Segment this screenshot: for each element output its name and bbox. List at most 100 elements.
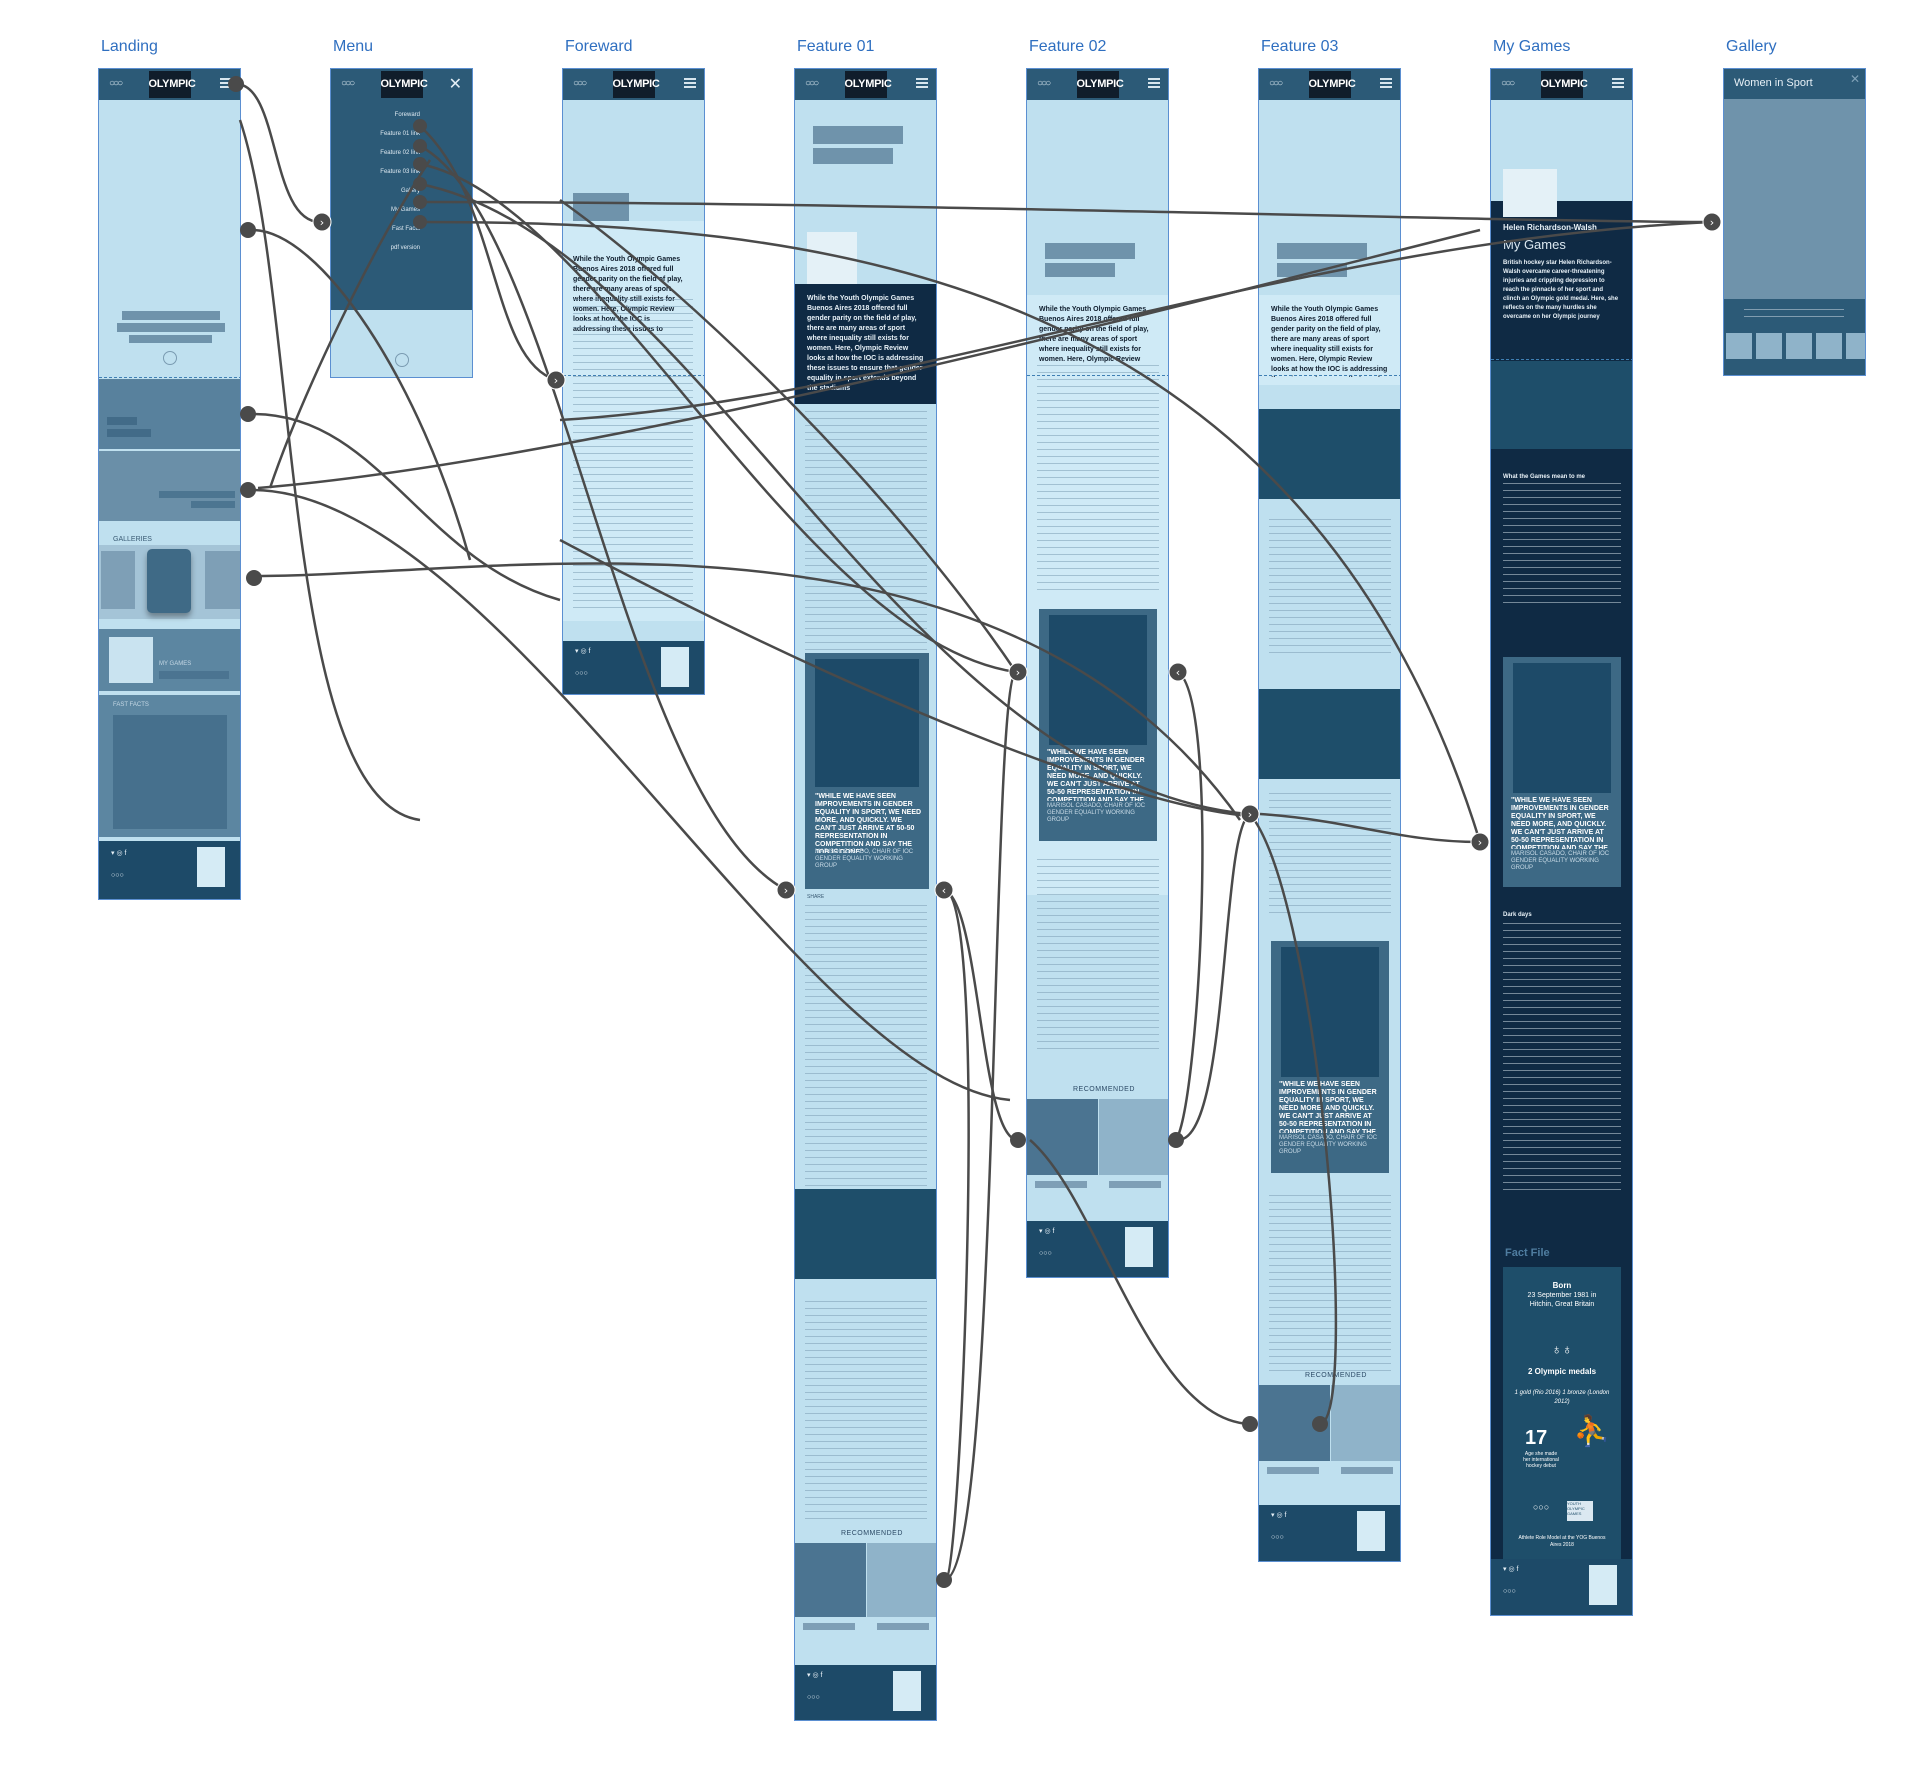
scroll-down-icon[interactable] [395, 353, 409, 367]
footer-rings-icon: ○○○ [807, 1694, 820, 1701]
link-target-arrow-icon[interactable] [1470, 832, 1490, 852]
gallery-image [1724, 99, 1865, 299]
social-icons[interactable]: ▾ ◎ f [807, 1672, 823, 1679]
hamburger-icon[interactable] [916, 78, 928, 88]
fold-line [1259, 375, 1400, 376]
recommended-card-2[interactable] [1331, 1385, 1400, 1461]
close-icon[interactable]: ✕ [1850, 72, 1861, 86]
menu-item-my-games[interactable]: My Games [390, 207, 420, 213]
recommended-caption [1109, 1181, 1161, 1188]
recommended-heading: RECOMMENDED [1073, 1086, 1135, 1093]
olympic-rings-icon: ○○○ [573, 78, 587, 89]
recommended-card-2[interactable] [1099, 1099, 1168, 1175]
artboard-landing[interactable]: ○○○ OLYMPIC GALLERIES MY GAMES FAST FACT… [98, 68, 241, 900]
quote-photo [1513, 663, 1611, 793]
footer-magazine-thumb[interactable] [893, 1671, 921, 1711]
recommended-card-2[interactable] [867, 1543, 936, 1617]
hamburger-icon[interactable] [1612, 78, 1624, 88]
galleries-carousel[interactable] [99, 545, 240, 619]
link-node[interactable] [246, 570, 262, 586]
link-target-arrow-icon[interactable] [312, 212, 332, 232]
scroll-down-icon[interactable] [163, 351, 177, 365]
thumbnail-strip[interactable] [1724, 331, 1865, 365]
link-target-arrow-icon[interactable] [1240, 804, 1260, 824]
menu-panel: Foreward Feature 01 link Feature 02 link… [331, 100, 472, 310]
image-band [1491, 361, 1632, 449]
link-target-arrow-icon[interactable] [1008, 662, 1028, 682]
gallery-slide[interactable] [147, 549, 191, 613]
menu-item-fast-facts[interactable]: Fast Facts [391, 226, 420, 232]
olympic-logo[interactable]: OLYMPIC [1540, 71, 1588, 98]
hamburger-icon[interactable] [220, 78, 232, 88]
footer-magazine-thumb[interactable] [1357, 1511, 1385, 1551]
social-icons[interactable]: ▾ ◎ f [1503, 1566, 1519, 1573]
body-copy [805, 1301, 927, 1521]
link-node[interactable] [240, 482, 256, 498]
menu-item-feature-01[interactable]: Feature 01 link [380, 131, 420, 137]
feature-card-1[interactable] [99, 379, 240, 449]
link-node[interactable] [1170, 664, 1186, 680]
menu-item-pdf[interactable]: pdf version [390, 245, 420, 251]
footer-magazine-thumb[interactable] [1125, 1227, 1153, 1267]
feature-card-2[interactable] [99, 451, 240, 521]
header: ○○○ OLYMPIC [1259, 69, 1400, 100]
my-games-card[interactable]: MY GAMES [99, 629, 240, 691]
link-node[interactable] [1010, 1132, 1026, 1148]
artboard-feature-03[interactable]: ○○○ OLYMPIC While the Youth Olympic Game… [1258, 68, 1401, 1562]
social-icons[interactable]: ▾ ◎ f [1039, 1228, 1055, 1235]
artboard-foreward[interactable]: ○○○ OLYMPIC While the Youth Olympic Game… [562, 68, 705, 695]
link-node[interactable] [936, 1572, 952, 1588]
olympic-logo[interactable]: OLYMPIC [844, 71, 892, 98]
link-node[interactable] [1242, 1416, 1258, 1432]
recommended-card-1[interactable] [1259, 1385, 1330, 1461]
my-games-card-label: MY GAMES [159, 661, 192, 667]
pull-quote: "WHILE WE HAVE SEEN IMPROVEMENTS IN GEND… [1279, 1081, 1377, 1133]
recommended-card-1[interactable] [795, 1543, 866, 1617]
olympic-logo[interactable]: OLYMPIC [1076, 71, 1124, 98]
link-node[interactable] [240, 406, 256, 422]
footer-magazine-thumb[interactable] [661, 647, 689, 687]
menu-item-feature-03[interactable]: Feature 03 link [380, 169, 420, 175]
olympic-logo[interactable]: OLYMPIC [612, 71, 660, 98]
hamburger-icon[interactable] [1148, 78, 1160, 88]
social-icons[interactable]: ▾ ◎ f [111, 850, 127, 857]
menu-item-foreward[interactable]: Foreward [394, 112, 420, 118]
fast-facts-section[interactable]: FAST FACTS [99, 695, 240, 837]
link-landing-menu [235, 82, 321, 224]
olympic-logo[interactable]: OLYMPIC [380, 71, 428, 98]
link-node[interactable] [936, 882, 952, 898]
hamburger-icon[interactable] [684, 78, 696, 88]
header: ○○○ OLYMPIC [795, 69, 936, 100]
link-target-arrow-icon[interactable] [1168, 662, 1188, 682]
link-node[interactable] [1168, 1132, 1184, 1148]
footer-magazine-thumb[interactable] [197, 847, 225, 887]
link [251, 412, 561, 602]
artboard-menu[interactable]: ○○○ OLYMPIC ✕ Foreward Feature 01 link F… [330, 68, 473, 378]
link-target-arrow-icon[interactable] [1702, 212, 1722, 232]
intro-text: While the Youth Olympic Games Buenos Air… [1271, 306, 1388, 377]
footer-magazine-thumb[interactable] [1589, 1565, 1617, 1605]
yog-badge: YOUTH OLYMPIC GAMES [1567, 1501, 1593, 1521]
artboard-feature-01[interactable]: ○○○ OLYMPIC While the Youth Olympic Game… [794, 68, 937, 1721]
social-icons[interactable]: ▾ ◎ f [575, 648, 591, 655]
menu-item-feature-02[interactable]: Feature 02 link [380, 150, 420, 156]
lede-text: British hockey star Helen Richardson-Wal… [1503, 260, 1619, 320]
link-target-arrow-icon[interactable] [934, 880, 954, 900]
fold-line [99, 377, 240, 378]
close-icon[interactable]: ✕ [448, 76, 462, 93]
link-node[interactable] [240, 222, 256, 238]
footer-rings-icon: ○○○ [1271, 1534, 1284, 1541]
social-icons[interactable]: ▾ ◎ f [1271, 1512, 1287, 1519]
olympic-logo[interactable]: OLYMPIC [1308, 71, 1356, 98]
header: ○○○ OLYMPIC [563, 69, 704, 100]
recommended-card-1[interactable] [1027, 1099, 1098, 1175]
artboard-feature-02[interactable]: ○○○ OLYMPIC While the Youth Olympic Game… [1026, 68, 1169, 1278]
artboard-my-games[interactable]: ○○○ OLYMPIC Helen Richardson-Walsh My Ga… [1490, 68, 1633, 1616]
menu-item-gallery[interactable]: Gallery [400, 188, 420, 194]
link-target-arrow-icon[interactable] [776, 880, 796, 900]
artboard-gallery[interactable]: Women in Sport ✕ [1723, 68, 1866, 376]
galleries-heading: GALLERIES [113, 536, 152, 543]
hamburger-icon[interactable] [1380, 78, 1392, 88]
recommended-heading: RECOMMENDED [841, 1530, 903, 1537]
olympic-logo[interactable]: OLYMPIC [148, 71, 196, 98]
